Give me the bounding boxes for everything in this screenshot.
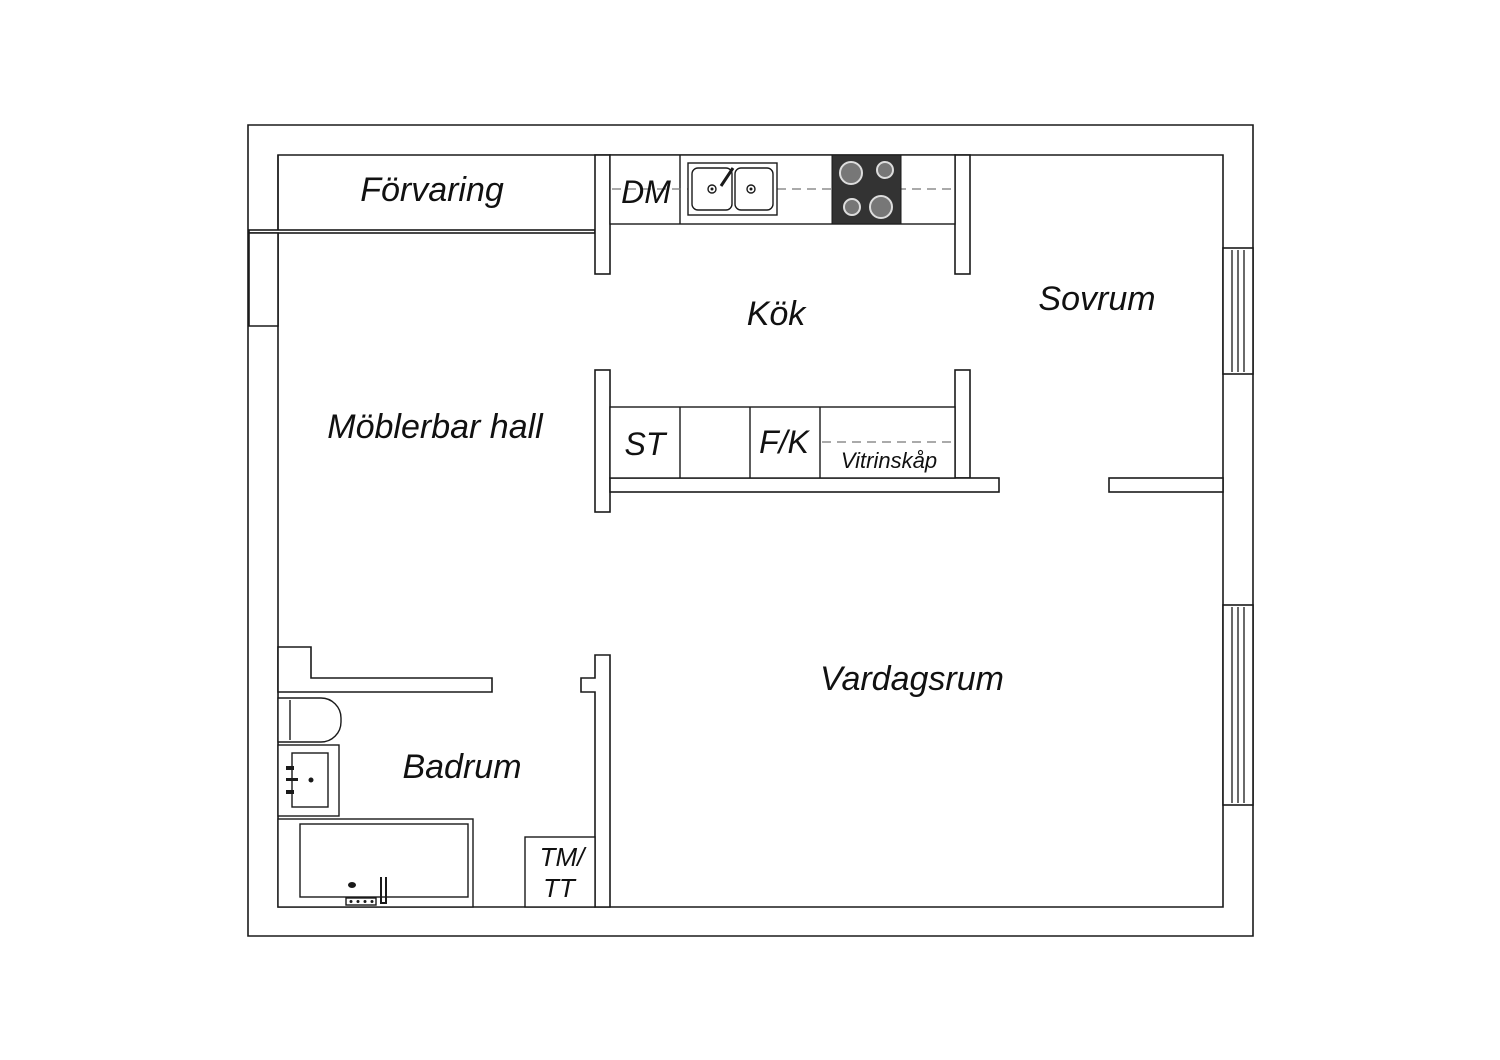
stove-icon	[831, 154, 902, 225]
window-bedroom	[1222, 247, 1254, 375]
sink-icon	[687, 162, 778, 216]
outer-wall	[247, 124, 1254, 937]
interior-walls	[248, 154, 1224, 908]
room-label-bathroom: Badrum	[402, 748, 521, 786]
washer-dryer-icon	[524, 836, 596, 908]
label-fridge-freezer: F/K	[759, 424, 810, 460]
room-label-living-room: Vardagsrum	[820, 660, 1004, 698]
washbasin-icon	[277, 744, 340, 817]
bathtub-icon	[277, 818, 474, 908]
room-label-storage: Förvaring	[360, 171, 504, 209]
room-label-hall: Möblerbar hall	[327, 408, 544, 446]
label-display-cabinet: Vitrinskåp	[841, 448, 937, 473]
room-label-kitchen: Kök	[747, 295, 808, 333]
label-dishwasher: DM	[621, 174, 671, 210]
label-wardrobe: ST	[625, 426, 668, 462]
window-living-room	[1222, 604, 1254, 806]
kitchen-cabinets-bottom	[609, 406, 956, 479]
label-washer-line1: TM/	[540, 842, 588, 872]
toilet-icon	[277, 697, 342, 743]
room-label-bedroom: Sovrum	[1038, 280, 1155, 318]
label-washer-line2: TT	[543, 873, 577, 903]
